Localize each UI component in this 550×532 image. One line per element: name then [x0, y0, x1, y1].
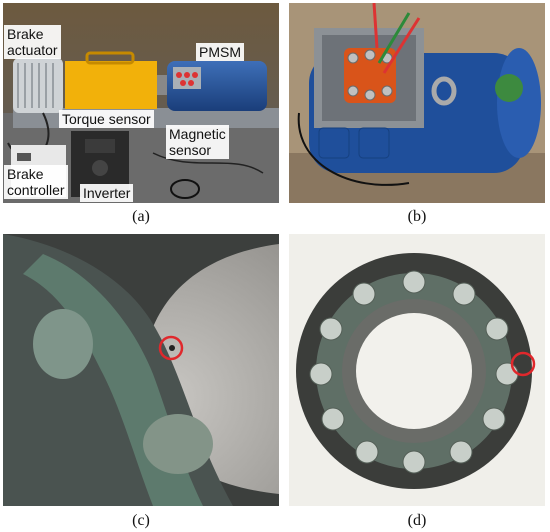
- motor-terminal-box-illustration: [289, 3, 545, 203]
- brake-actuator-label-line1: Brake: [7, 26, 44, 42]
- pmsm-label: PMSM: [196, 43, 244, 61]
- brake-controller-label-line1: Brake: [7, 166, 44, 182]
- brake-actuator-label-line2: actuator: [7, 42, 58, 58]
- defect-marker-circle-d: [510, 351, 536, 377]
- panel-d-bearing-photo: [289, 234, 545, 506]
- panel-b-motor-photo: [289, 3, 545, 203]
- caption-a: (a): [132, 208, 150, 225]
- torque-sensor-box: [65, 61, 157, 109]
- magnetic-sensor-label: Magnetic sensor: [166, 125, 229, 159]
- bearing-closeup-illustration: [3, 234, 279, 506]
- magnetic-sensor-label-line2: sensor: [169, 142, 212, 158]
- caption-d: (d): [407, 512, 427, 529]
- brake-actuator-label: Brake actuator: [4, 25, 61, 59]
- brake-controller-label-line2: controller: [7, 182, 65, 198]
- brake-controller-label: Brake controller: [4, 165, 68, 199]
- caption-c: (c): [132, 512, 150, 529]
- torque-sensor-label: Torque sensor: [59, 110, 154, 128]
- caption-b: (b): [407, 208, 427, 225]
- panel-c-bearing-closeup-photo: [3, 234, 279, 506]
- bearing-illustration: [289, 234, 545, 506]
- magnetic-sensor-label-line1: Magnetic: [169, 126, 226, 142]
- panel-a-test-bench-photo: Brake actuator PMSM Torque sensor Magnet…: [3, 3, 279, 203]
- inverter-label: Inverter: [80, 184, 134, 202]
- defect-marker-circle-c: [158, 335, 184, 361]
